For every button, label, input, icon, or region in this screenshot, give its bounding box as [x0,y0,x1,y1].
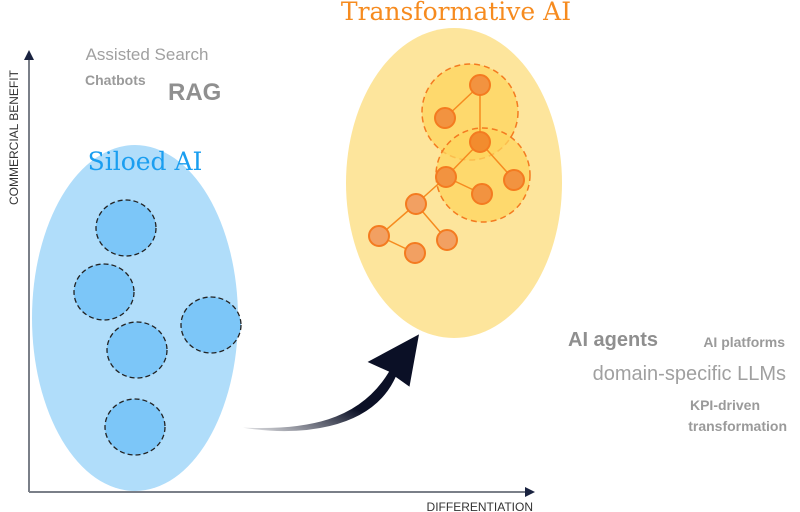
network-node [435,166,457,188]
term-domain-specific-llms: domain-specific LLMs [593,363,786,385]
term-rag: RAG [168,79,221,106]
transition-arrow-icon [227,331,422,433]
siloed-node [95,199,157,257]
transformative-ai-title: Transformative AI [341,0,571,26]
network-node [368,225,390,247]
siloed-ellipse [32,145,238,491]
term-transformation: transformation [688,418,787,434]
network-node [469,131,491,153]
siloed-node [104,398,166,456]
cluster-circle [435,127,531,223]
term-kpi-driven: KPI-driven [690,397,760,413]
term-ai-platforms: AI platforms [703,334,785,350]
y-axis-label: COMMERCIAL BENEFIT [7,69,21,205]
network-node [469,74,491,96]
siloed-ai-region: Siloed AI Assisted Search Chatbots RAG [32,45,242,491]
term-assisted-search: Assisted Search [86,45,209,64]
network-node [405,193,427,215]
siloed-ai-title: Siloed AI [88,147,203,176]
siloed-node [106,321,168,379]
network-node [503,169,525,191]
x-axis-label: DIFFERENTIATION [427,500,533,512]
x-axis-arrowhead-icon [525,487,535,497]
term-ai-agents: AI agents [568,329,658,351]
network-node [471,183,493,205]
siloed-node [73,263,135,321]
network-node [434,107,456,129]
y-axis-arrowhead-icon [24,50,34,60]
network-node [436,229,458,251]
network-node [404,242,426,264]
axes: COMMERCIAL BENEFIT DIFFERENTIATION [7,50,535,512]
transformative-ai-region: Transformative AI AI agents AI platforms… [341,0,787,434]
siloed-node [180,296,242,354]
term-chatbots: Chatbots [85,72,146,88]
